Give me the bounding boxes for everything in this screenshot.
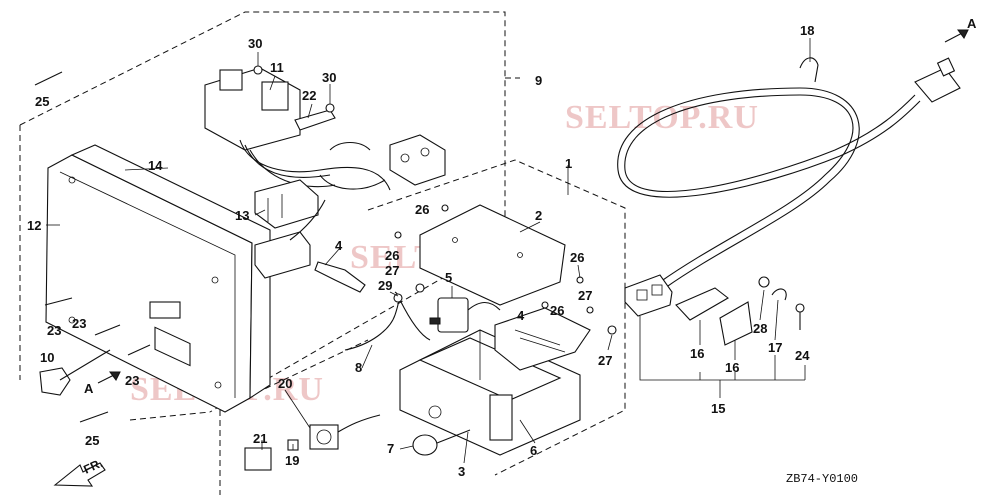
callout-13: 13 xyxy=(235,208,249,223)
cable-tie-18 xyxy=(799,57,819,83)
screws xyxy=(34,65,617,423)
callout-24: 24 xyxy=(795,348,810,363)
assembly-9-outline xyxy=(19,11,520,421)
callout-22: 22 xyxy=(302,88,316,103)
callout-11: 11 xyxy=(270,60,284,75)
callout-29: 29 xyxy=(378,278,392,293)
callout-21: 21 xyxy=(253,431,267,446)
callout-1: 1 xyxy=(565,156,572,171)
callout-26: 26 xyxy=(385,248,399,263)
cover-2 xyxy=(419,204,566,306)
bracket-4-upper xyxy=(314,261,366,293)
control-panel xyxy=(45,144,271,413)
callout-28: 28 xyxy=(753,321,767,336)
leader-lines xyxy=(46,38,811,464)
callout-19: 19 xyxy=(285,453,299,468)
bracket-22 xyxy=(294,109,336,131)
callout-18: 18 xyxy=(800,23,814,38)
callout-23: 23 xyxy=(47,323,61,338)
callout-27: 27 xyxy=(578,288,592,303)
outlet-assembly xyxy=(244,414,381,471)
callout-4: 4 xyxy=(517,308,525,323)
callout-5: 5 xyxy=(445,270,452,285)
wire-8 xyxy=(344,291,431,351)
callout-14: 14 xyxy=(148,158,163,173)
switch-block xyxy=(204,67,391,191)
callout-27: 27 xyxy=(598,353,612,368)
callout-23: 23 xyxy=(72,316,86,331)
callout-10: 10 xyxy=(40,350,54,365)
callout-20: 20 xyxy=(278,376,292,391)
watermark-top: SELTOP.RU xyxy=(565,99,759,136)
callout-17: 17 xyxy=(768,340,782,355)
cable-15 xyxy=(617,57,961,317)
callout-12: 12 xyxy=(27,218,41,233)
clip-10 xyxy=(39,349,111,396)
reference-arrows xyxy=(97,29,969,384)
callout-4: 4 xyxy=(335,238,343,253)
callout-3: 3 xyxy=(458,464,465,479)
front-label: FR. xyxy=(81,456,104,477)
callout-2: 2 xyxy=(535,208,542,223)
callout-30: 30 xyxy=(248,36,262,51)
drawing-code: ZB74-Y0100 xyxy=(786,472,858,486)
callout-26: 26 xyxy=(570,250,584,265)
harness-connector xyxy=(319,134,446,190)
front-direction-arrow xyxy=(53,462,106,487)
callout-16: 16 xyxy=(725,360,739,375)
callout-25: 25 xyxy=(35,94,49,109)
accessory-parts xyxy=(675,276,805,346)
assembly-1-outline xyxy=(219,159,626,495)
knob-assembly xyxy=(412,429,471,456)
callout-25: 25 xyxy=(85,433,99,448)
callout-labels: 30 11 30 22 9 25 14 12 13 26 26 27 4 2 1… xyxy=(27,16,977,486)
callout-8: 8 xyxy=(355,360,362,375)
callout-9: 9 xyxy=(535,73,542,88)
callout-23: 23 xyxy=(125,373,139,388)
terminal-plug xyxy=(254,199,326,279)
reference-a-top: A xyxy=(967,16,977,31)
connector-block xyxy=(254,179,319,229)
callout-30: 30 xyxy=(322,70,336,85)
callout-6: 6 xyxy=(530,443,537,458)
callout-7: 7 xyxy=(387,441,394,456)
circuit-breaker xyxy=(429,297,501,333)
callout-26: 26 xyxy=(415,202,429,217)
callout-15: 15 xyxy=(711,401,725,416)
callout-16: 16 xyxy=(690,346,704,361)
callout-27: 27 xyxy=(385,263,399,278)
reference-a-left: A xyxy=(84,381,94,396)
terminal-board xyxy=(494,307,591,371)
callout-26: 26 xyxy=(550,303,564,318)
